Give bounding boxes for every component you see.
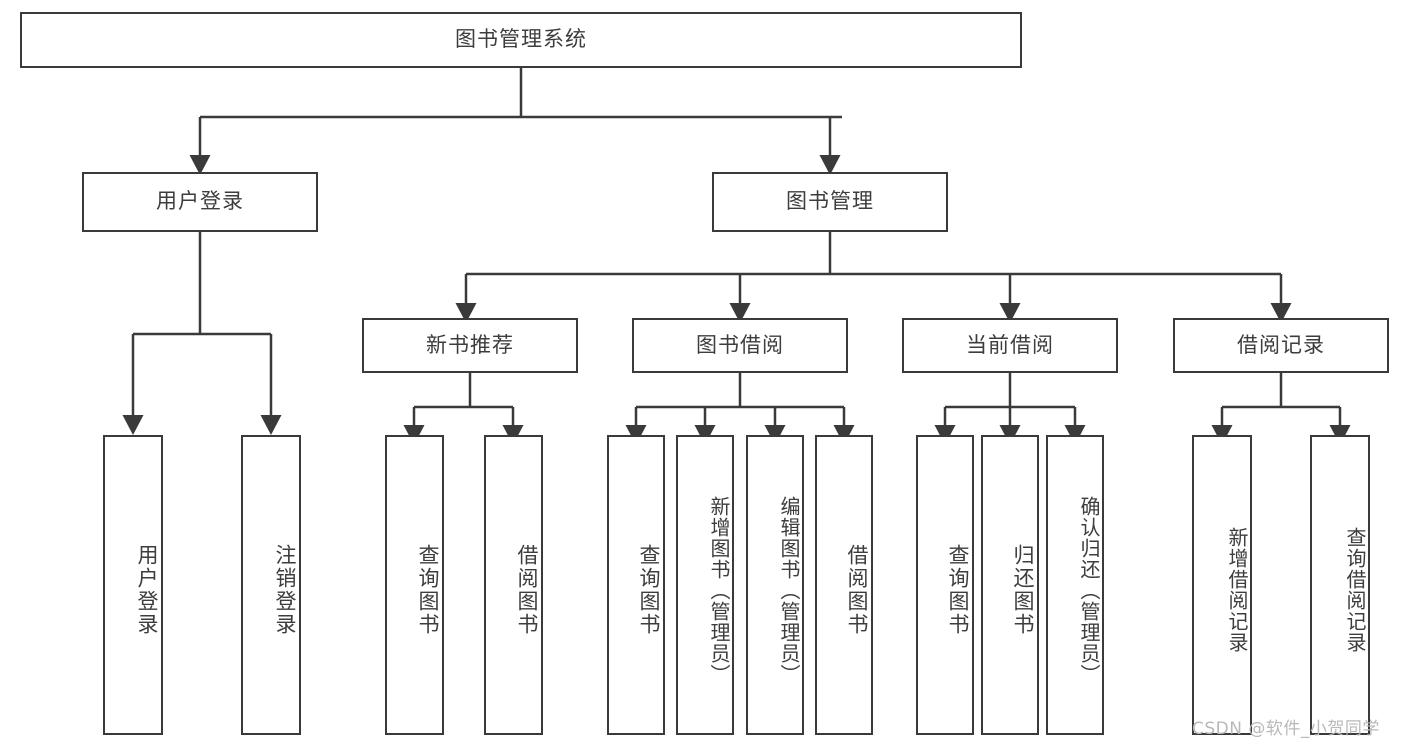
node-label: 当前借阅 [966, 332, 1054, 357]
node-label: 图书管理 [786, 189, 874, 214]
node-label: 用户登录 [156, 189, 244, 214]
node-label: 借阅记录 [1237, 332, 1325, 357]
leaf-user-login-login[interactable]: 用户登录 [103, 435, 163, 735]
leaf-book-borrow-borrow-book[interactable]: 借阅图书 [815, 435, 873, 735]
node-root-book-management-system[interactable]: 图书管理系统 [20, 12, 1022, 68]
node-book-management[interactable]: 图书管理 [712, 172, 948, 232]
node-label: 图书借阅 [696, 332, 784, 357]
node-user-login[interactable]: 用户登录 [82, 172, 318, 232]
node-label: 新增图书（管理员） [707, 495, 731, 685]
node-label: 新书推荐 [426, 332, 514, 357]
node-label: 借阅图书 [515, 544, 539, 636]
node-label: 查询图书 [416, 544, 440, 636]
leaf-new-book-query-book[interactable]: 查询图书 [385, 435, 444, 735]
node-borrow-record[interactable]: 借阅记录 [1173, 318, 1389, 373]
node-current-borrow[interactable]: 当前借阅 [902, 318, 1118, 373]
csdn-watermark: CSDN @软件_小贺同学 [1192, 719, 1380, 739]
leaf-borrow-record-query-record[interactable]: 查询借阅记录 [1310, 435, 1370, 735]
node-label: 查询图书 [946, 544, 970, 636]
node-label: 新增借阅记录 [1225, 527, 1249, 653]
leaf-user-login-logout[interactable]: 注销登录 [241, 435, 301, 735]
node-label: 查询图书 [637, 544, 661, 636]
leaf-current-borrow-return-book[interactable]: 归还图书 [981, 435, 1039, 735]
leaf-book-borrow-edit-book-admin[interactable]: 编辑图书（管理员） [746, 435, 804, 735]
node-new-book-recommend[interactable]: 新书推荐 [362, 318, 578, 373]
leaf-borrow-record-add-record[interactable]: 新增借阅记录 [1192, 435, 1252, 735]
node-label: 编辑图书（管理员） [777, 495, 801, 685]
node-book-borrow[interactable]: 图书借阅 [632, 318, 848, 373]
node-label: 归还图书 [1011, 544, 1035, 636]
node-label: 用户登录 [135, 544, 159, 636]
leaf-current-borrow-confirm-return-admin[interactable]: 确认归还（管理员） [1046, 435, 1104, 735]
leaf-new-book-borrow-book[interactable]: 借阅图书 [484, 435, 543, 735]
node-label: 注销登录 [273, 544, 297, 636]
leaf-book-borrow-query-book[interactable]: 查询图书 [607, 435, 665, 735]
node-label: 图书管理系统 [455, 27, 587, 52]
leaf-book-borrow-add-book-admin[interactable]: 新增图书（管理员） [676, 435, 734, 735]
leaf-current-borrow-query-book[interactable]: 查询图书 [916, 435, 974, 735]
node-label: 借阅图书 [845, 544, 869, 636]
node-label: 确认归还（管理员） [1077, 495, 1101, 685]
node-label: 查询借阅记录 [1343, 527, 1367, 653]
